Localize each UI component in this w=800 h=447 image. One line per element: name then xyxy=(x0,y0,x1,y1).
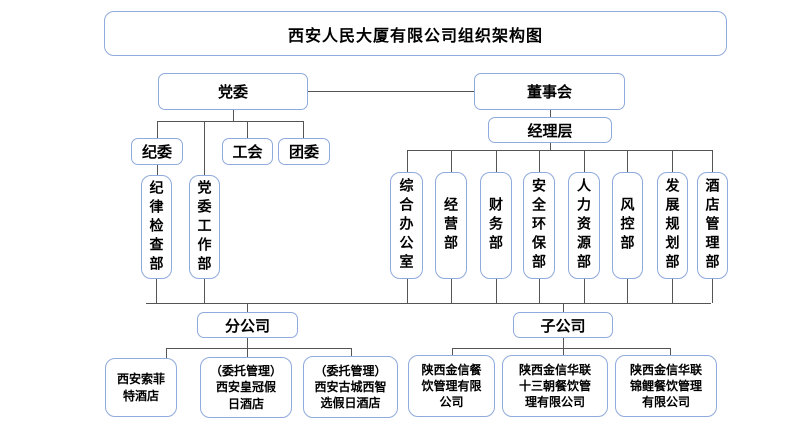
connector-line xyxy=(303,121,304,138)
connector-line xyxy=(672,279,673,303)
connector-line xyxy=(166,348,167,358)
connector-line xyxy=(157,121,303,122)
node-jinxin-catering: 陕西金信餐 饮管理有限 公司 xyxy=(408,355,495,417)
node-labor-union: 工会 xyxy=(222,138,273,165)
node-safety-environment-dept: 安全环保部 xyxy=(523,172,555,279)
connector-line xyxy=(451,279,452,303)
connector-line xyxy=(539,279,540,303)
node-discipline-committee: 纪委 xyxy=(131,138,183,165)
connector-line xyxy=(712,150,713,172)
connector-line xyxy=(247,303,248,312)
node-board-of-directors: 董事会 xyxy=(474,73,625,110)
connector-line xyxy=(712,279,713,303)
node-management-level: 经理层 xyxy=(488,117,612,143)
connector-line xyxy=(550,110,551,117)
connector-line xyxy=(407,150,408,172)
connector-line xyxy=(146,303,711,304)
connector-line xyxy=(672,150,673,172)
connector-line xyxy=(563,303,564,312)
node-branch-company: 分公司 xyxy=(197,312,298,338)
node-subsidiary-company: 子公司 xyxy=(513,312,613,338)
connector-line xyxy=(308,91,474,92)
node-party-work-dept: 党委工作部 xyxy=(189,175,220,279)
node-risk-control-dept: 风控部 xyxy=(612,172,643,279)
node-discipline-inspection-dept: 纪律检查部 xyxy=(141,175,172,279)
connector-line xyxy=(407,279,408,303)
connector-line xyxy=(539,150,540,172)
node-youth-league: 团委 xyxy=(278,138,330,165)
connector-line xyxy=(584,150,585,172)
node-jinxin-hualian-jinli-catering: 陕西金信华联 锦鲤餐饮管理 有限公司 xyxy=(615,355,717,417)
node-jinxin-hualian-13dynasties-catering: 陕西金信华联 十三朝餐饮管 理有限公司 xyxy=(502,355,608,417)
connector-line xyxy=(496,150,497,172)
connector-line xyxy=(156,279,157,303)
connector-line xyxy=(627,279,628,303)
connector-line xyxy=(247,338,248,348)
connector-line xyxy=(233,110,234,121)
node-general-office: 综合办公室 xyxy=(390,172,423,279)
connector-line xyxy=(166,348,351,349)
connector-line xyxy=(451,150,452,172)
connector-line xyxy=(550,143,551,150)
connector-line xyxy=(584,279,585,303)
connector-line xyxy=(204,279,205,303)
connector-line xyxy=(157,121,158,138)
node-sofitel-hotel: 西安索菲 特酒店 xyxy=(105,358,177,417)
connector-line xyxy=(407,150,712,151)
connector-line xyxy=(157,165,158,175)
connector-line xyxy=(563,348,564,355)
connector-line xyxy=(670,348,671,358)
node-business-dept: 经营部 xyxy=(435,172,467,279)
node-hotel-management-dept: 酒店管理部 xyxy=(697,172,728,279)
node-party-committee: 党委 xyxy=(158,73,308,110)
connector-line xyxy=(627,150,628,172)
node-crowne-plaza-hotel: （委托管理） 西安皇冠假 日酒店 xyxy=(200,357,292,418)
chart-title: 西安人民大厦有限公司组织架构图 xyxy=(104,11,727,56)
connector-line xyxy=(563,338,564,348)
connector-line xyxy=(496,279,497,303)
node-finance-dept: 财务部 xyxy=(480,172,512,279)
connector-line xyxy=(204,121,205,175)
node-holiday-inn-express-hotel: （委托管理） 西安古城西智 选假日酒店 xyxy=(303,356,398,418)
node-human-resources-dept: 人力资源部 xyxy=(568,172,600,279)
connector-line xyxy=(452,348,670,349)
connector-line xyxy=(247,121,248,138)
node-development-planning-dept: 发展规划部 xyxy=(657,172,688,279)
connector-line xyxy=(247,348,248,357)
connector-line xyxy=(452,348,453,355)
connector-line xyxy=(351,348,352,356)
